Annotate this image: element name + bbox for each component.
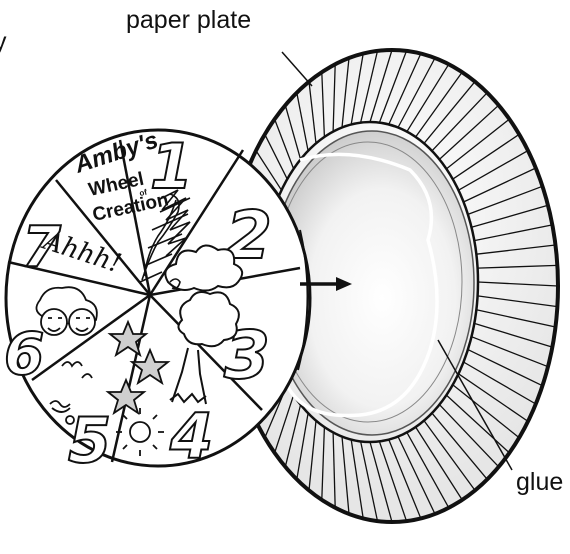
- number-6: 6: [4, 320, 44, 388]
- number-4: 4: [169, 400, 213, 473]
- number-1: 1: [150, 130, 193, 203]
- cropped-label-fragment: y: [0, 28, 7, 57]
- paper-plate-label: paper plate: [126, 6, 251, 35]
- number-5: 5: [68, 404, 111, 477]
- paper-plate-leader: [282, 52, 312, 86]
- glue-label: glue: [516, 468, 563, 497]
